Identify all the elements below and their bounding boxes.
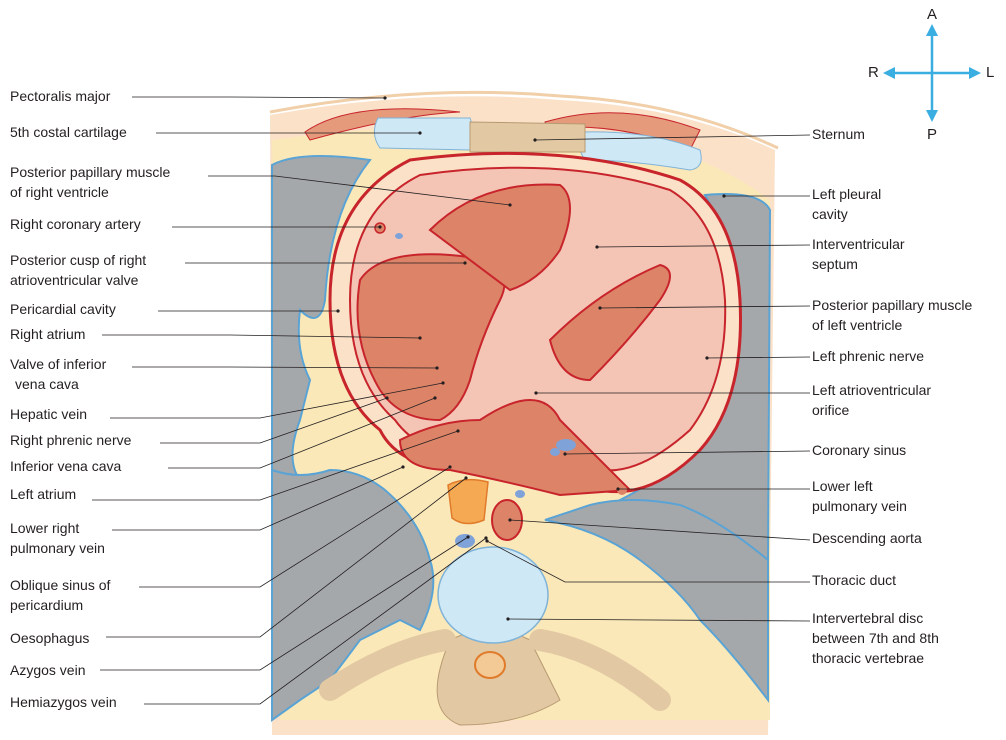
label-azygos-vein: Azygos vein	[10, 660, 85, 680]
left-label: L	[986, 64, 994, 81]
label-post-papillary-lv: Posterior papillary muscle of left ventr…	[812, 295, 972, 335]
label-inferior-vena-cava: Inferior vena cava	[10, 456, 121, 476]
coronary-sinus-shape-2	[550, 448, 560, 456]
orientation-compass	[883, 24, 981, 122]
label-left-atrium: Left atrium	[10, 484, 76, 504]
anterior-label: A	[927, 6, 937, 23]
label-valve-ivc: Valve of inferior vena cava	[10, 354, 106, 394]
label-post-papillary-rv: Posterior papillary muscle of right vent…	[10, 162, 170, 202]
label-oesophagus: Oesophagus	[10, 628, 89, 648]
hemiazygos-vein-shape	[515, 490, 525, 498]
label-posterior-cusp: Posterior cusp of right atrioventricular…	[10, 250, 146, 290]
label-lower-left-pulmonary-vein: Lower left pulmonary vein	[812, 476, 907, 516]
label-left-phrenic-nerve: Left phrenic nerve	[812, 346, 924, 366]
sternum-bone	[470, 122, 585, 152]
azygos-vein-shape	[455, 534, 475, 548]
label-descending-aorta: Descending aorta	[812, 528, 922, 548]
label-pericardial-cavity: Pericardial cavity	[10, 299, 116, 319]
label-oblique-sinus: Oblique sinus of pericardium	[10, 575, 110, 615]
label-lower-right-pulmonary-vein: Lower right pulmonary vein	[10, 518, 105, 558]
oesophagus-shape	[448, 480, 488, 524]
label-sternum: Sternum	[812, 124, 865, 144]
label-left-av-orifice: Left atrioventricular orifice	[812, 380, 931, 420]
label-coronary-sinus: Coronary sinus	[812, 440, 906, 460]
coronary-sinus-shape	[556, 439, 576, 451]
label-pectoralis-major: Pectoralis major	[10, 86, 110, 106]
label-right-coronary-artery: Right coronary artery	[10, 214, 141, 234]
right-label: R	[868, 64, 879, 81]
posterior-label: P	[927, 126, 937, 143]
costal-cartilage-right	[374, 118, 474, 150]
label-thoracic-duct: Thoracic duct	[812, 570, 896, 590]
aorta-shape	[492, 500, 522, 540]
label-hepatic-vein: Hepatic vein	[10, 404, 87, 424]
label-hemiazygos-vein: Hemiazygos vein	[10, 692, 117, 712]
spinal-cord	[475, 652, 505, 678]
label-costal-cartilage: 5th costal cartilage	[10, 122, 127, 142]
label-intervertebral-disc: Intervertebral disc between 7th and 8th …	[812, 608, 939, 668]
label-left-pleural-cavity: Left pleural cavity	[812, 184, 881, 224]
ivc-vein-shape	[395, 233, 403, 239]
label-right-atrium: Right atrium	[10, 324, 85, 344]
label-interventricular-septum: Interventricular septum	[812, 234, 905, 274]
label-right-phrenic-nerve: Right phrenic nerve	[10, 430, 131, 450]
